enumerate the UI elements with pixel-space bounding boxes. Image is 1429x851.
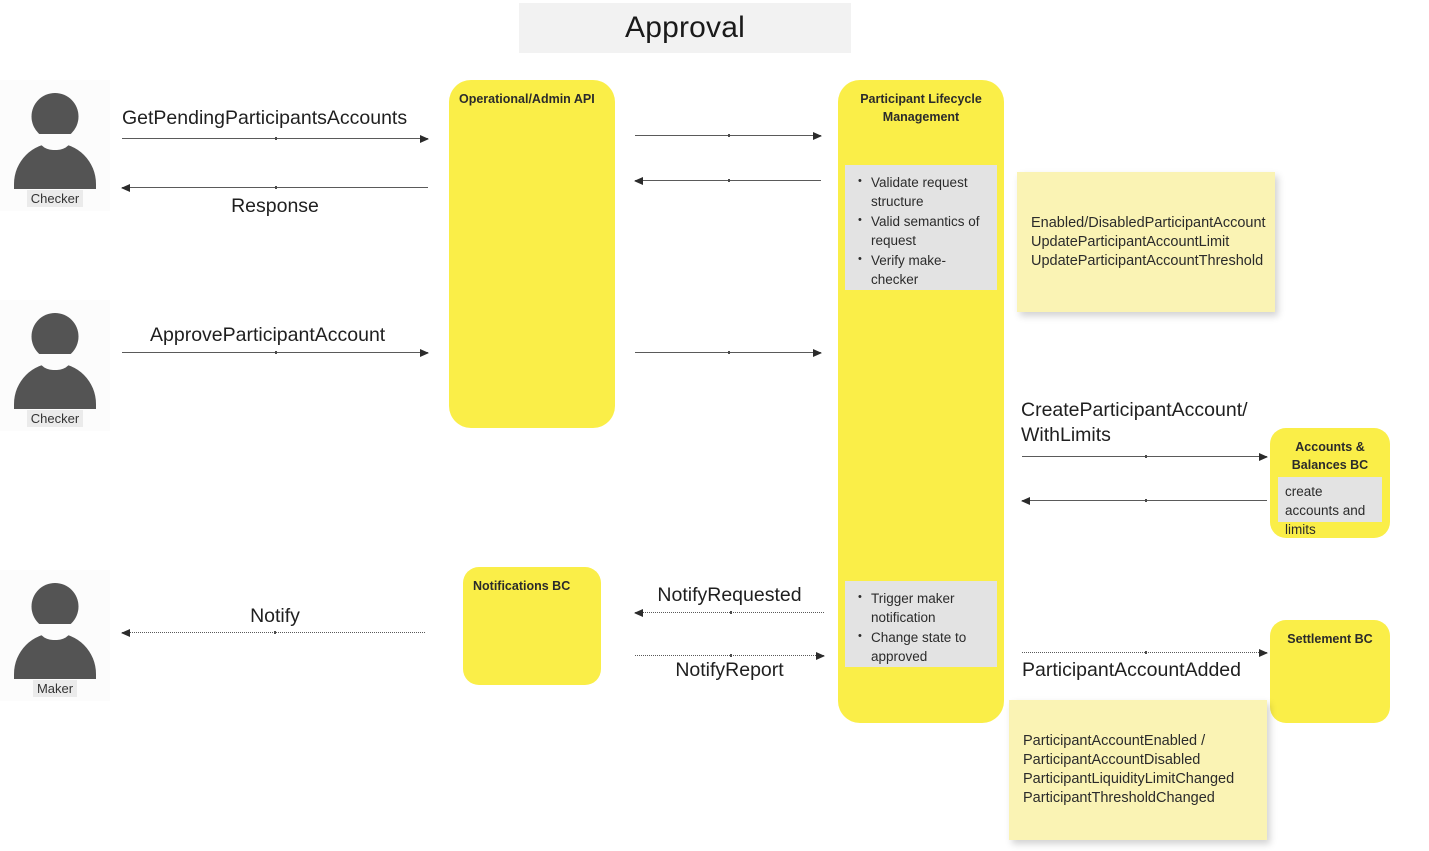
note-bullet: Verify make-checker	[858, 250, 989, 289]
lane-title: Operational/Admin API	[459, 92, 595, 106]
plm-validation-note: Validate request structure Valid semanti…	[845, 165, 997, 290]
message-label-notify-requested: NotifyRequested	[657, 584, 802, 606]
lane-title: Settlement BC	[1287, 632, 1373, 646]
accounts-balances-note: create accounts and limits	[1278, 477, 1382, 537]
arrow-admin-api-to-plm-approve	[635, 348, 822, 358]
message-label-approve-account: ApproveParticipantAccount	[150, 324, 386, 346]
message-label-response: Response	[231, 195, 319, 217]
arrow-accounts-balances-response	[1021, 496, 1267, 506]
note-bullet: Valid semantics of request	[858, 211, 989, 250]
arrow-admin-api-to-plm-request	[635, 131, 822, 141]
actor-label: Checker	[26, 190, 84, 207]
sticky-note-text: Enabled/DisabledParticipantAccount Updat…	[1031, 214, 1266, 269]
note-text: create accounts and limits	[1285, 484, 1366, 537]
arrow-get-pending-participants-accounts	[122, 134, 429, 144]
page-title-banner: Approval	[519, 3, 851, 53]
lane-settlement-bc: Settlement BC	[1270, 620, 1390, 723]
arrow-plm-to-admin-api-response	[634, 176, 821, 186]
person-icon	[14, 313, 96, 409]
message-label-notify-report: NotifyReport	[675, 659, 784, 681]
sticky-note-text: ParticipantAccountEnabled / ParticipantA…	[1023, 733, 1235, 806]
message-label-notify: Notify	[250, 605, 300, 627]
note-bullet: Validate request structure	[858, 172, 989, 211]
arrow-participant-account-added	[1022, 648, 1268, 658]
arrow-notify-requested	[634, 608, 824, 618]
sticky-note-commands: Enabled/DisabledParticipantAccount Updat…	[1017, 172, 1275, 312]
actor-label: Maker	[32, 680, 78, 697]
message-label-participant-account-added: ParticipantAccountAdded	[1022, 659, 1241, 681]
note-bullet: Trigger maker notification	[858, 588, 989, 627]
arrow-response	[121, 183, 428, 193]
arrow-notify	[121, 628, 425, 638]
lane-title: Participant Lifecycle Management	[860, 92, 982, 124]
arrow-create-participant-account-with-limits	[1022, 452, 1268, 462]
person-icon	[14, 93, 96, 189]
actor-label: Checker	[26, 410, 84, 427]
lane-title: Notifications BC	[473, 579, 571, 593]
lane-notifications-bc: Notifications BC	[463, 567, 601, 685]
sticky-note-events: ParticipantAccountEnabled / ParticipantA…	[1009, 700, 1267, 840]
actor-checker-1: Checker	[0, 80, 110, 211]
lane-operational-admin-api: Operational/Admin API	[449, 80, 615, 428]
arrow-notify-report	[635, 651, 825, 661]
actor-maker: Maker	[0, 570, 110, 701]
arrow-approve-participant-account	[122, 348, 429, 358]
plm-notification-note: Trigger maker notification Change state …	[845, 581, 997, 667]
message-label-create-account-with-limits: CreateParticipantAccount/ WithLimits	[1021, 399, 1248, 446]
note-bullet: Change state to approved	[858, 627, 989, 666]
actor-checker-2: Checker	[0, 300, 110, 431]
person-icon	[14, 583, 96, 679]
message-label-get-pending: GetPendingParticipantsAccounts	[122, 107, 408, 129]
lane-title: Accounts & Balances BC	[1291, 440, 1369, 472]
page-title: Approval	[624, 11, 745, 44]
